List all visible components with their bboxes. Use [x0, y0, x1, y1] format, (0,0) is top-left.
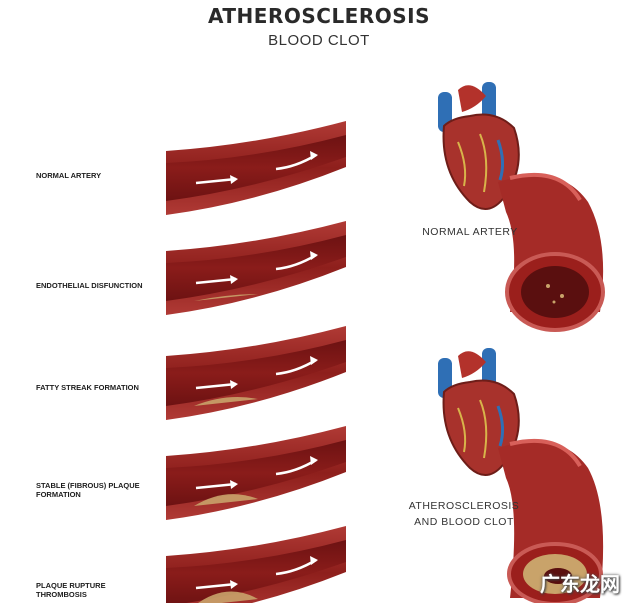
flow-arrow-head: [310, 251, 318, 260]
artery-strips: [166, 121, 346, 603]
stage-label-fatty-streak: FATTY STREAK FORMATION: [36, 383, 139, 392]
plaque: [194, 494, 258, 506]
stage-label-fibrous-plaque: STABLE (FIBROUS) PLAQUE FORMATION: [36, 481, 140, 499]
flow-arrow-head: [230, 380, 238, 389]
stage-label-plaque-rupture: PLAQUE RUPTURE THROMBOSIS: [36, 581, 106, 599]
diseased-heart-illustration: [438, 348, 604, 603]
flow-arrow-head: [310, 556, 318, 565]
artery-strip: [166, 426, 346, 520]
flow-arrow-head: [310, 151, 318, 160]
flow-arrow-head: [310, 456, 318, 465]
artery-lumen: [166, 135, 346, 201]
artery-strip: [166, 121, 346, 215]
plaque: [194, 397, 258, 406]
artery-lumen: [166, 340, 346, 406]
artery-strip: [166, 326, 346, 420]
artery-lumen: [166, 440, 346, 506]
normal-heart-illustration: [438, 82, 605, 332]
flow-arrow-head: [310, 356, 318, 365]
diseased-artery-caption: ATHEROSCLEROSIS AND BLOOD CLOT: [404, 498, 524, 530]
artery-strip: [166, 526, 346, 603]
flow-arrow-head: [230, 175, 238, 184]
diseased-caption-line1: ATHEROSCLEROSIS: [408, 500, 520, 512]
flow-arrow-head: [230, 480, 238, 489]
watermark: 广东龙网: [540, 572, 620, 596]
flow-arrow-head: [230, 580, 238, 589]
stage-label-normal-artery: NORMAL ARTERY: [36, 171, 102, 180]
diseased-caption-line2: AND BLOOD CLOT: [414, 516, 514, 528]
stage-label-endothelial-disfunction: ENDOTHELIAL DISFUNCTION: [36, 281, 143, 290]
page-subtitle: BLOOD CLOT: [268, 32, 370, 49]
flow-arrow-head: [230, 275, 238, 284]
normal-artery-caption: NORMAL ARTERY: [422, 226, 518, 238]
artery-strip: [166, 221, 346, 315]
artery-lumen: [166, 235, 346, 301]
plaque: [194, 294, 258, 301]
page-title: ATHEROSCLEROSIS: [207, 4, 430, 28]
plaque: [198, 591, 258, 603]
